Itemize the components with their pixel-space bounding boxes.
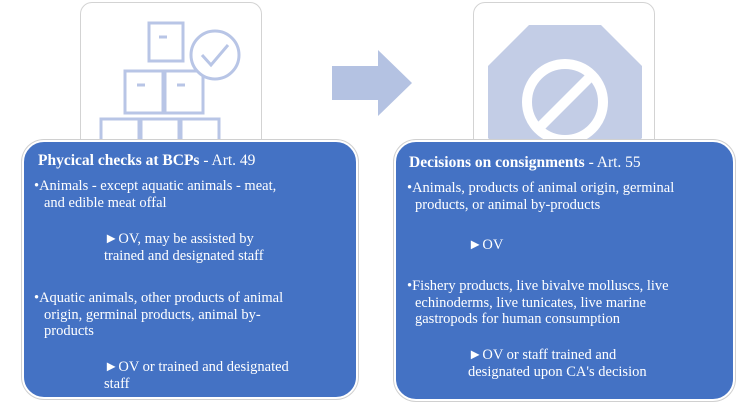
list-item: •Fishery products, live bivalve molluscs… [407, 278, 669, 328]
line: products, or animal by-products [415, 196, 601, 213]
right-arrow-icon [332, 50, 412, 116]
line: echinoderms, live tunicates, live marine [415, 294, 647, 311]
panel-title: Phycical checks at BCPs - Art. 49 [38, 152, 255, 170]
list-item: •Animals - except aquatic animals - meat… [34, 178, 276, 211]
decisions-panel: Decisions on consignments - Art. 55 •Ani… [394, 140, 735, 401]
line: ►OV or trained and designated [104, 359, 289, 375]
sub-item: ►OV or staff trained and designated upon… [468, 347, 647, 380]
title-text: Phycical checks at BCPs [38, 152, 200, 169]
line: •Animals, products of animal origin, ger… [407, 180, 675, 196]
line: •Animals - except aquatic animals - meat… [34, 178, 277, 194]
physical-checks-panel: Phycical checks at BCPs - Art. 49 •Anima… [22, 140, 358, 399]
sub-item: ►OV or trained and designated staff [104, 359, 289, 392]
line: trained and designated staff [104, 247, 264, 264]
panel-title: Decisions on consignments - Art. 55 [409, 154, 641, 172]
line: staff [104, 375, 130, 392]
line: and edible meat offal [44, 194, 167, 211]
line: gastropods for human consumption [415, 311, 620, 327]
line: ►OV or staff trained and [468, 347, 617, 363]
article-ref: - Art. 55 [584, 154, 641, 171]
list-item: •Aquatic animals, other products of anim… [34, 290, 283, 340]
line: ►OV [468, 237, 504, 253]
line: designated upon CA's decision [468, 363, 647, 380]
sub-item: ►OV [468, 237, 503, 254]
line: ►OV, may be assisted by [104, 231, 254, 247]
line: •Fishery products, live bivalve molluscs… [407, 278, 669, 294]
title-text: Decisions on consignments [409, 154, 585, 171]
line: origin, germinal products, animal by- [44, 306, 261, 323]
list-item: •Animals, products of animal origin, ger… [407, 180, 674, 213]
line: products [44, 323, 94, 339]
sub-item: ►OV, may be assisted by trained and desi… [104, 231, 264, 264]
article-ref: - Art. 49 [199, 152, 256, 169]
line: •Aquatic animals, other products of anim… [34, 290, 284, 306]
